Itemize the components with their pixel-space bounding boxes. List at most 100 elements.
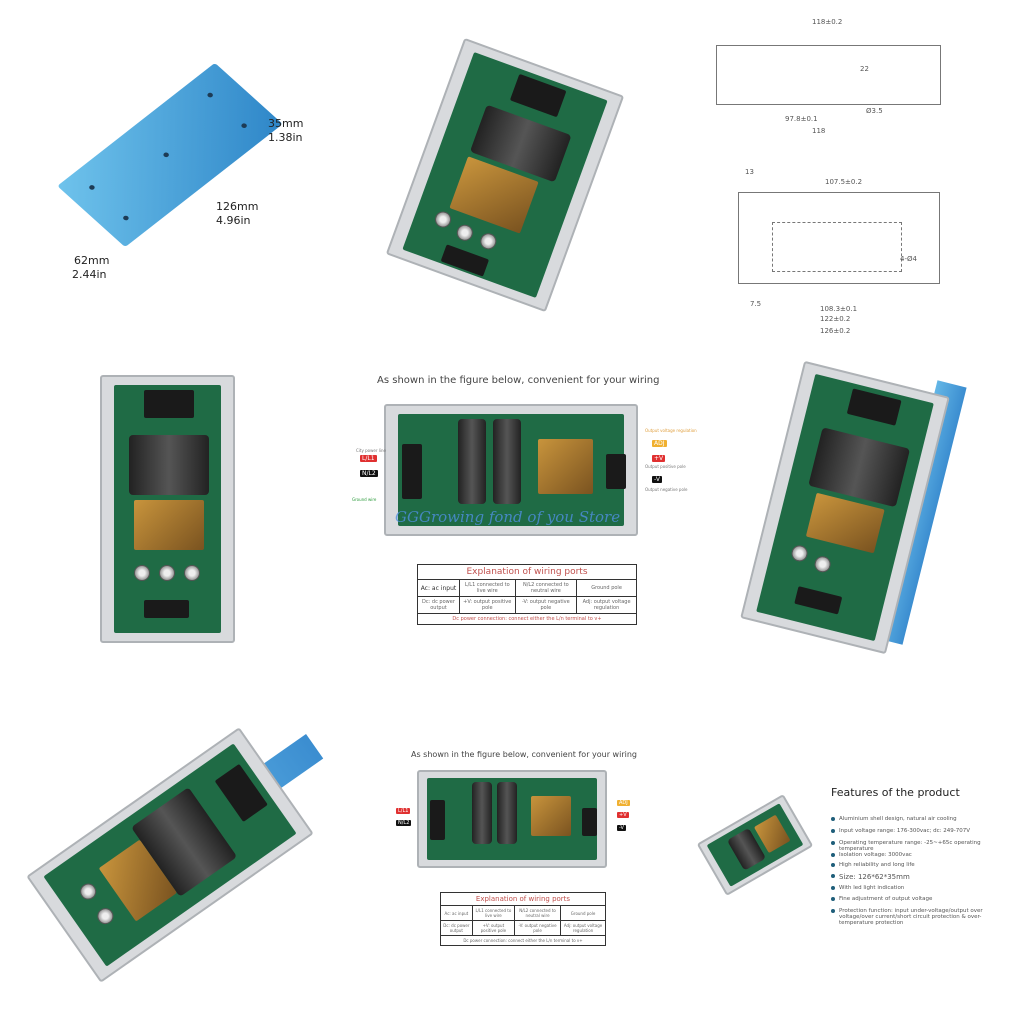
bullet-icon [831, 909, 835, 913]
pcb-case [740, 360, 950, 655]
screw [240, 122, 248, 129]
tag-n2: N/L2 [360, 470, 378, 477]
output-terminal [582, 808, 597, 836]
bullet-icon [831, 863, 835, 867]
electrolytic-capacitor [493, 419, 521, 504]
screw [206, 91, 215, 99]
capacitor [184, 565, 200, 581]
wiring-ports-table: Explanation of wiring ports Ac: ac input… [417, 564, 637, 625]
table-cell: L/L1 connected to live wire [458, 579, 516, 597]
table-footer: Dc power connection: connect either the … [417, 613, 637, 625]
bullet-icon [831, 897, 835, 901]
width-mm: 62mm [74, 254, 110, 267]
table-cell: L/L1 connected to live wire [471, 905, 515, 921]
table-title: Explanation of wiring ports [440, 892, 606, 906]
label-city-power: City power line [356, 448, 386, 453]
capacitor [94, 904, 117, 928]
input-terminal [430, 800, 445, 840]
capacitor [159, 565, 175, 581]
feature-item: Aluminium shell design, natural air cool… [831, 816, 1001, 822]
table-cell: Dc: dc power output [440, 920, 473, 936]
feature-text: Operating temperature range: -25~+65c op… [839, 840, 981, 852]
capacitor [789, 543, 810, 564]
feature-text: Aluminium shell design, natural air cool… [839, 816, 957, 822]
feature-text: Input voltage range: 176-300vac; dc: 249… [839, 828, 970, 834]
tag-adj: ADJ [652, 440, 667, 447]
transformer [134, 500, 204, 550]
feature-item: Size: 126*62*35mm [831, 873, 1001, 881]
table-cell: Ac: ac input [417, 579, 460, 597]
mounting-hole-pattern [772, 222, 902, 272]
feature-text: High reliability and long life [839, 862, 915, 868]
transformer [538, 439, 593, 494]
tag-l1: L/L1 [360, 455, 377, 462]
feature-text: Fine adjustment of output voltage [839, 896, 933, 902]
dim-label: 13 [745, 168, 754, 176]
output-terminal [606, 454, 626, 489]
table-cell: Ac: ac input [440, 905, 473, 921]
screw [88, 184, 96, 191]
bullet-icon [831, 841, 835, 845]
feature-text: With led light indication [839, 885, 905, 891]
pcb-photo-angled [385, 37, 625, 313]
feature-text: Protection function: input under-voltage… [839, 908, 983, 926]
capacitor [454, 222, 476, 243]
dim-label: 108.3±0.1 [820, 305, 858, 313]
feature-item: High reliability and long life [831, 862, 1001, 868]
table-cell: +V: output positive pole [458, 596, 516, 614]
table-cell: Ground pole [576, 579, 637, 597]
dim-label: 22 [860, 65, 869, 73]
electrolytic-capacitor [129, 435, 209, 495]
bullet-icon [831, 829, 835, 833]
table-row: Dc: dc power output +V: output positive … [417, 596, 637, 614]
feature-item: Input voltage range: 176-300vac; dc: 249… [831, 828, 1001, 834]
output-terminal [144, 600, 189, 618]
electrolytic-capacitor [458, 419, 486, 504]
feature-text: Isolation voltage: 3000vac [839, 852, 912, 858]
label-output-negative: Output negative pole [645, 487, 688, 492]
tag-adj: ADJ [617, 800, 630, 806]
feature-text: Size: 126*62*35mm [839, 873, 910, 881]
circuit-board [43, 743, 297, 967]
wiring-caption: As shown in the figure below, convenient… [377, 375, 660, 386]
bullet-icon [831, 817, 835, 821]
feature-item: Operating temperature range: -25~+65c op… [831, 840, 1001, 852]
length-mm: 126mm [216, 200, 259, 213]
pcb-photo-small [696, 794, 814, 896]
table-footer: Dc power connection: connect either the … [440, 935, 606, 946]
input-terminal [402, 444, 422, 499]
dim-label: 118 [812, 127, 826, 135]
tag-vplus: +V [652, 455, 666, 462]
capacitor [134, 565, 150, 581]
capacitor [478, 231, 499, 252]
table-title: Explanation of wiring ports [417, 564, 637, 580]
top-view-outline [738, 192, 940, 284]
capacitor [432, 209, 454, 230]
table-cell: -V: output negative pole [513, 920, 562, 936]
width-in: 2.44in [72, 268, 107, 281]
tag-vplus: +V [617, 812, 629, 818]
table-cell: N/L2 connected to neutral wire [514, 579, 578, 597]
table-cell: Ground pole [560, 905, 606, 921]
capacitor [77, 880, 100, 903]
table-cell: Adj: output voltage regulation [560, 920, 606, 936]
table-row: Ac: ac input L/L1 connected to live wire… [417, 579, 637, 597]
dim-label: 122±0.2 [820, 315, 851, 323]
pcb-photo-vertical [100, 375, 235, 643]
tag-vminus: -V [617, 825, 626, 831]
label-output-positive: Output positive pole [645, 464, 686, 469]
input-terminal [214, 763, 268, 822]
tag-l1: L/L1 [396, 808, 411, 814]
dim-label: Ø3.5 [866, 107, 883, 115]
dim-label: 4-Ø4 [900, 255, 917, 263]
table-row: Ac: ac input L/L1 connected to live wire… [440, 905, 606, 921]
input-terminal [144, 390, 194, 418]
table-cell: -V: output negative pole [514, 596, 578, 614]
bullet-icon [831, 853, 835, 857]
circuit-board [402, 52, 608, 298]
screw [162, 151, 170, 159]
tag-vminus: -V [652, 476, 662, 483]
output-terminal [440, 244, 490, 277]
feature-item: Protection function: input under-voltage… [831, 908, 1001, 926]
feature-item: Fine adjustment of output voltage [831, 896, 1001, 902]
